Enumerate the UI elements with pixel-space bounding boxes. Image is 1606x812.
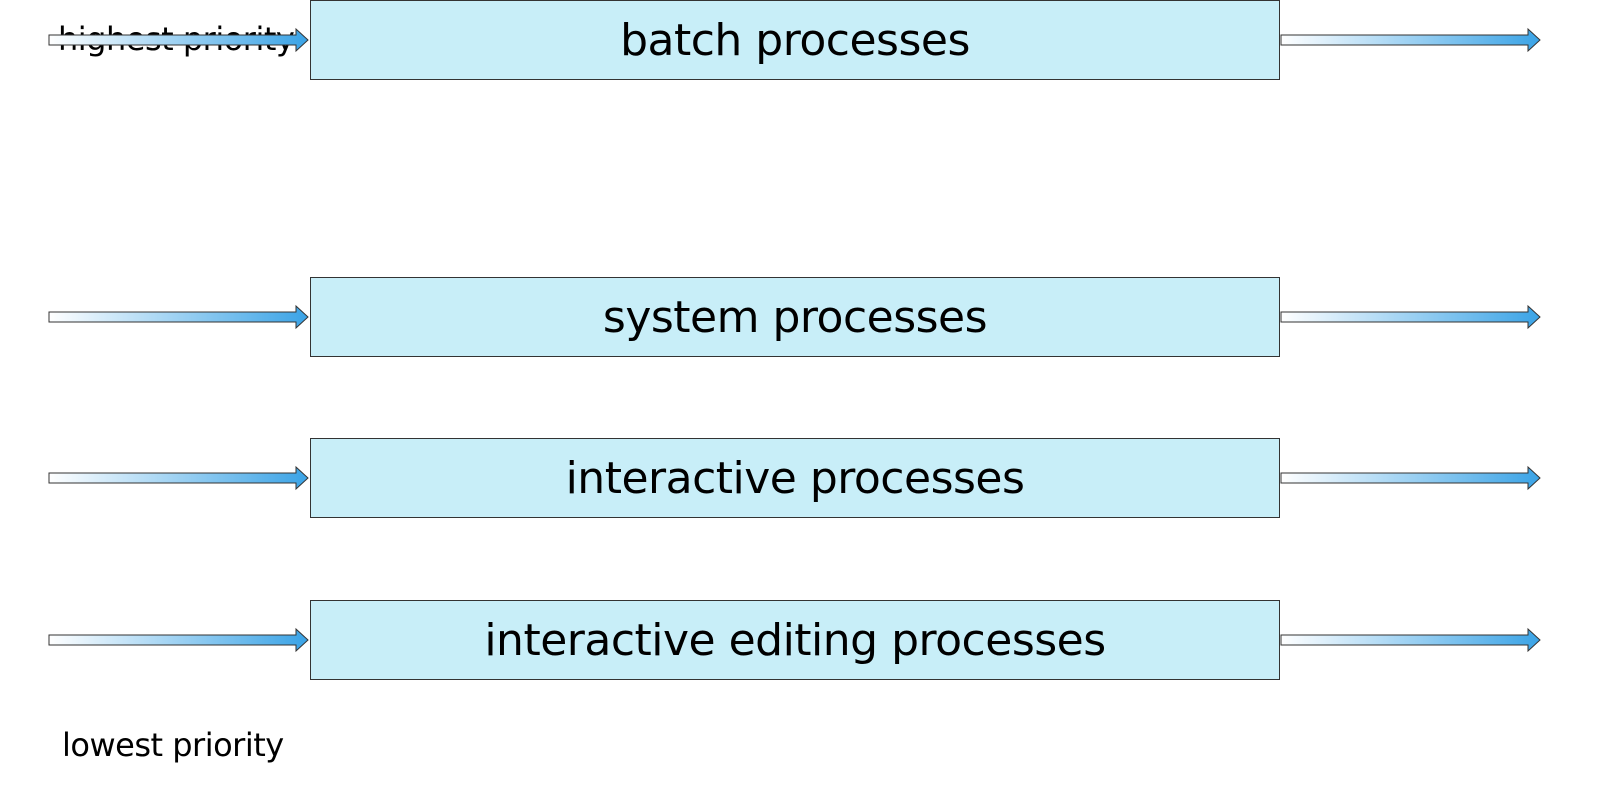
queue-box-interactive-editing: interactive editing processes: [310, 600, 1280, 680]
outbound-arrow-icon: [1280, 627, 1541, 653]
queue-row-system: system processes: [0, 277, 1606, 359]
outbound-arrow-icon: [1280, 465, 1541, 491]
queue-row-interactive-editing: interactive editing processes: [0, 600, 1606, 682]
outbound-arrow-icon: [1280, 304, 1541, 330]
inbound-arrow-icon: [48, 465, 309, 491]
inbound-arrow-icon: [48, 627, 309, 653]
queue-label: batch processes: [620, 14, 970, 66]
queue-label: system processes: [602, 291, 988, 343]
queue-box-system: system processes: [310, 277, 1280, 357]
queue-box-batch: batch processes: [310, 0, 1280, 80]
inbound-arrow-icon: [48, 304, 309, 330]
outbound-arrow-icon: [1280, 27, 1541, 53]
queue-row-interactive: interactive processes: [0, 438, 1606, 520]
queue-row-batch: batch processes: [0, 0, 1606, 82]
lowest-priority-label: lowest priority: [62, 726, 284, 764]
queue-label: interactive processes: [565, 452, 1025, 504]
queue-box-interactive: interactive processes: [310, 438, 1280, 518]
inbound-arrow-icon: [48, 27, 309, 53]
queue-label: interactive editing processes: [484, 614, 1106, 666]
